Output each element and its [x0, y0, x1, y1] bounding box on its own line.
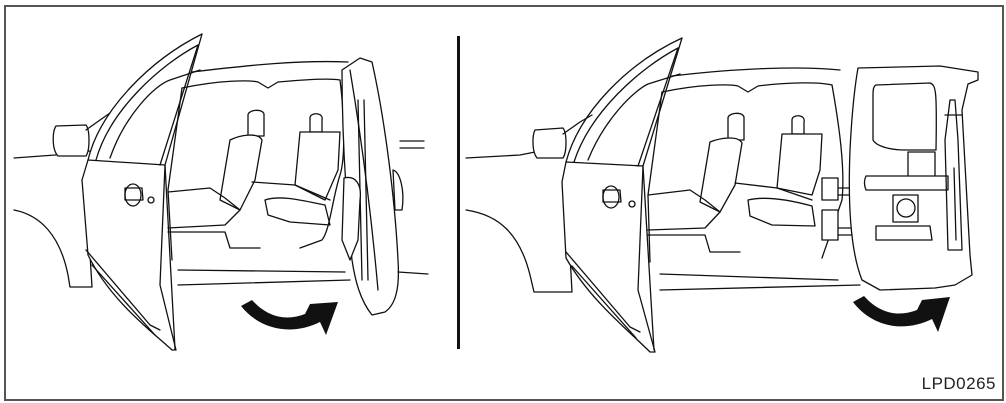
right-panel-car-drawing — [465, 37, 979, 353]
left-panel-car-drawing — [13, 33, 429, 351]
figure-id-label: LPD0265 — [921, 374, 996, 393]
rotate-arrow-left-panel — [241, 300, 338, 335]
figure-frame — [4, 5, 1004, 401]
rotate-arrow-right-panel — [853, 296, 950, 332]
panel-divider — [457, 36, 460, 349]
